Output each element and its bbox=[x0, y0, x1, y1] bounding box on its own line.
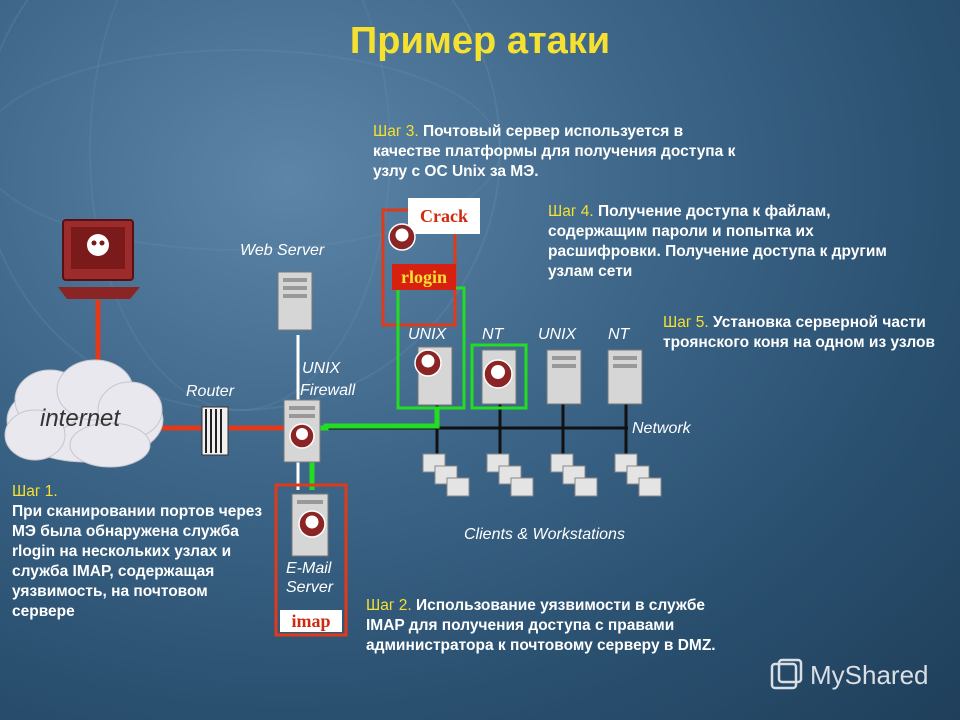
firewall-label-os: UNIX bbox=[302, 360, 341, 377]
step-1: Шаг 1. При сканировании портов через МЭ … bbox=[12, 482, 272, 622]
step-4: Шаг 4. Получение доступа к файлам, содер… bbox=[548, 202, 908, 282]
nt-label-1: NT bbox=[482, 326, 504, 343]
rlogin-tag: rlogin bbox=[392, 264, 456, 290]
nt-server-compromised-icon bbox=[481, 349, 517, 405]
router-label: Router bbox=[186, 383, 235, 400]
step-4-heading: Шаг 4. bbox=[548, 203, 594, 220]
step-2: Шаг 2. Использование уязвимости в службе… bbox=[366, 596, 736, 656]
step-4-text: Получение доступа к файлам, содержащим п… bbox=[548, 203, 887, 280]
step-2-text: Использование уязвимости в службе IMAP д… bbox=[366, 597, 716, 654]
clients-workstations-icon bbox=[422, 453, 662, 497]
crack-skull-icon bbox=[388, 223, 416, 251]
internet-cloud-icon bbox=[4, 359, 164, 468]
myshared-logo: MyShared bbox=[810, 660, 929, 690]
clients-label: Clients & Workstations bbox=[464, 526, 625, 543]
step-3-heading: Шаг 3. bbox=[373, 123, 419, 140]
step-2-heading: Шаг 2. bbox=[366, 597, 412, 614]
step-3: Шаг 3. Почтовый сервер используется в ка… bbox=[373, 122, 753, 182]
unix-label-1: UNIX bbox=[408, 326, 447, 343]
email-server-icon bbox=[291, 493, 329, 557]
step-1-heading: Шаг 1. bbox=[12, 483, 58, 500]
network-label: Network bbox=[632, 420, 691, 437]
internet-label: internet bbox=[40, 405, 121, 432]
step-1-text: При сканировании портов через МЭ была об… bbox=[12, 503, 263, 620]
router-icon bbox=[201, 406, 229, 456]
email-highlight-box bbox=[274, 483, 348, 637]
imap-tag: imap bbox=[280, 610, 342, 632]
unix-server-compromised-icon bbox=[414, 346, 453, 406]
nt-node-box bbox=[470, 343, 528, 410]
step-5-heading: Шаг 5. bbox=[663, 314, 709, 331]
firewall-label: Firewall bbox=[300, 382, 356, 399]
email-server-label-2: Server bbox=[286, 579, 334, 596]
web-server-icon bbox=[277, 271, 313, 331]
web-server-label: Web Server bbox=[240, 242, 325, 259]
step-5-text: Установка серверной части троянского кон… bbox=[663, 314, 936, 351]
email-server-label-1: E-Mail bbox=[286, 560, 332, 577]
firewall-icon bbox=[283, 399, 321, 463]
page-title: Пример атаки bbox=[349, 20, 611, 62]
myshared-logo-icon bbox=[770, 658, 803, 690]
unix-server-icon bbox=[546, 349, 582, 405]
nt-label-2: NT bbox=[608, 326, 630, 343]
step-3-text: Почтовый сервер используется в качестве … bbox=[373, 123, 736, 180]
step-5: Шаг 5. Установка серверной части троянск… bbox=[663, 313, 948, 353]
crack-tag: Crack bbox=[408, 198, 480, 234]
attacker-computer-icon bbox=[58, 219, 140, 299]
unix-label-2: UNIX bbox=[538, 326, 577, 343]
nt-server-icon bbox=[607, 349, 643, 405]
